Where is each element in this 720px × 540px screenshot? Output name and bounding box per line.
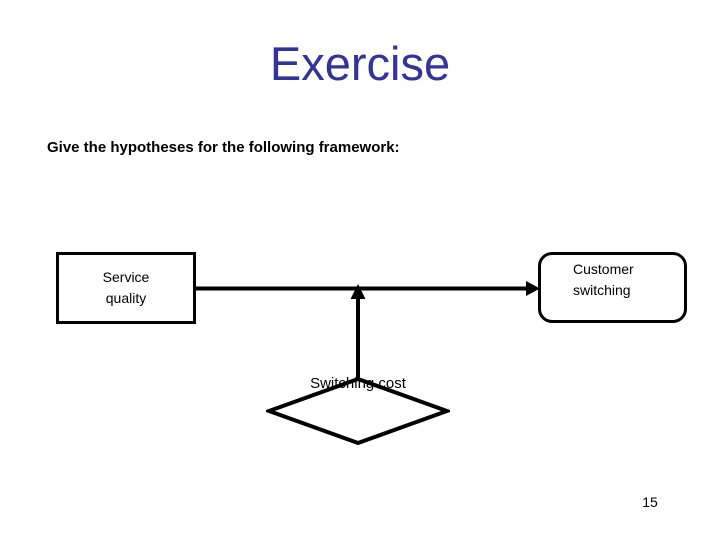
node-switching-cost-label: Switching cost	[310, 375, 406, 392]
arrowhead-up-icon	[350, 284, 366, 299]
node-customer-switching[interactable]: Customer switching	[538, 252, 687, 323]
node-service-quality-label: Service quality	[102, 269, 150, 306]
node-service-quality[interactable]: Service quality	[56, 252, 196, 324]
page-number: 15	[642, 494, 658, 510]
instruction-text: Give the hypotheses for the following fr…	[47, 139, 400, 156]
diamond-shape-icon	[266, 376, 450, 446]
node-switching-cost[interactable]: Switching cost	[266, 375, 450, 446]
node-customer-switching-label: Customer switching	[573, 261, 634, 298]
page-title: Exercise	[269, 37, 451, 90]
